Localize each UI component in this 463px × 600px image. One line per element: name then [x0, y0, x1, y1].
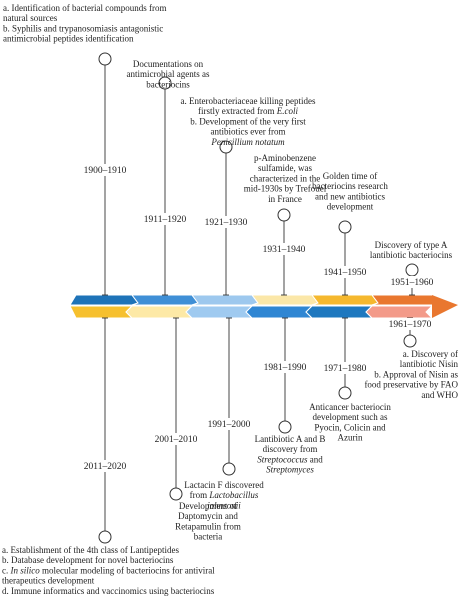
period-label-bg [320, 266, 370, 278]
milestone-text: b. Database development for novel bacter… [2, 555, 174, 565]
milestone-text: lantibiotic bacteriocins [370, 250, 453, 260]
period-label: 1951–1960 [391, 278, 434, 288]
band-bottom-segment [125, 305, 194, 319]
milestone-text: b. Approval of Nisin as [374, 369, 458, 379]
milestone-text: and new antibiotics [315, 191, 385, 201]
milestone-text: bacteriocins research [312, 181, 388, 191]
milestone-text: a. Identification of bacterial compounds… [3, 3, 166, 13]
milestone-text: Discovery of type A [375, 240, 448, 250]
milestone-text: antimicrobial agents as [127, 69, 210, 79]
milestone-text: bacteria [194, 532, 222, 542]
milestone-text: a. Establishment of the 4th class of Lan… [2, 545, 179, 555]
band-top-segment [131, 294, 199, 306]
milestone-text: a. Enterobacteriaceae killing peptides [181, 96, 316, 106]
period-label-bg [385, 318, 435, 330]
milestone-circle [158, 76, 172, 90]
milestone-circle [169, 487, 183, 501]
milestone-text: natural sources [3, 13, 58, 23]
period-label: 1971–1980 [324, 364, 367, 374]
milestone-circle [278, 420, 292, 434]
band-arrow-tip [432, 295, 458, 318]
milestone-text: Development of [179, 501, 237, 511]
milestone-text: bacteriocins [146, 79, 190, 89]
milestone-text: Anticancer bacteriocin [309, 402, 391, 412]
period-label: 1991–2000 [208, 420, 251, 430]
milestone-text: in France [268, 194, 302, 204]
milestone-circle [405, 263, 419, 277]
milestone-text: Streptococcus and [257, 454, 323, 464]
band-bottom-segment [365, 305, 434, 319]
milestone-text: b. Development of the very first [190, 116, 306, 126]
band-top-segment [371, 294, 439, 306]
milestone-text: johnsonii [206, 500, 241, 510]
milestone-text: c. In silico molecular modeling of bacte… [2, 565, 215, 575]
band-top-segment [251, 294, 319, 306]
milestone-circle [338, 220, 352, 234]
milestone-text: sulfamide, was [258, 163, 312, 173]
milestone-circle [277, 208, 291, 222]
period-label-bg [201, 216, 251, 228]
milestone-text: Documentations on [133, 59, 204, 69]
milestone-text: Lactacin F discovered [184, 480, 264, 490]
period-label-bg [151, 433, 201, 445]
period-label: 2001–2010 [155, 435, 198, 445]
milestone-circle [219, 140, 233, 154]
band-top-segment [69, 294, 139, 306]
milestone-text: p-Aminobenzene [254, 153, 316, 163]
period-label: 1900–1910 [84, 166, 127, 176]
milestone-text: development such as [313, 412, 388, 422]
milestone-text: Daptomycin and [178, 511, 238, 521]
period-label-bg [80, 460, 130, 472]
milestone-text: firstly extracted from E.coli [198, 106, 298, 116]
period-label: 1961–1970 [389, 320, 432, 330]
period-label-bg [260, 361, 310, 373]
period-label: 1931–1940 [263, 245, 306, 255]
milestone-circle [222, 462, 236, 476]
milestone-text: Retapamulin from [175, 521, 241, 531]
band-bottom-segment [245, 305, 314, 319]
period-label-bg [204, 418, 254, 430]
period-label-bg [259, 243, 309, 255]
band-bottom-segment [185, 305, 254, 319]
milestone-text: development [327, 202, 374, 212]
milestone-circle [98, 530, 112, 544]
period-label: 1921–1930 [205, 218, 248, 228]
milestone-text: Pyocin, Colicin and [314, 422, 386, 432]
milestone-text: from Lactobacillus [190, 490, 259, 500]
milestone-text: antimicrobial peptides identification [3, 34, 134, 44]
band-bottom-segment [69, 305, 134, 319]
period-label: 1911–1920 [144, 215, 187, 225]
period-label: 1941–1950 [324, 268, 367, 278]
milestone-circle [338, 386, 352, 400]
milestone-text: Golden time of [323, 171, 378, 181]
milestone-text: therapeutics development [2, 576, 95, 586]
milestone-circle [98, 52, 112, 66]
milestone-text: Streptomyces [266, 465, 314, 475]
milestone-text: antibiotics ever from [211, 127, 286, 137]
band-top-segment [311, 294, 379, 306]
milestone-text: and WHO [421, 390, 458, 400]
period-label-bg [387, 276, 437, 288]
milestone-text: mid-1930s by Trefouel [244, 184, 327, 194]
period-label-bg [140, 213, 190, 225]
milestone-text: food preservative by FAO [364, 380, 458, 390]
period-label-bg [320, 362, 370, 374]
milestone-text: b. Syphilis and trypanosomiasis antagoni… [3, 23, 163, 33]
milestone-text: lantibiotic Nisin [400, 359, 459, 369]
period-label: 2011–2020 [84, 462, 127, 472]
milestone-text: Penicillium notatum [210, 137, 285, 147]
milestone-text: characterized in the [250, 173, 320, 183]
milestone-text: Azurin [338, 433, 363, 443]
milestone-text: a. Discovery of [403, 349, 458, 359]
milestone-text: Lantibiotic A and B [255, 434, 326, 444]
milestone-text: d. Immune informatics and vaccinomics us… [2, 586, 215, 596]
band-bottom-segment [305, 305, 374, 319]
milestone-text: discovery from [263, 444, 318, 454]
period-label-bg [80, 164, 130, 176]
period-label: 1981–1990 [264, 363, 307, 373]
band-top-segment [191, 294, 259, 306]
milestone-circle [403, 334, 417, 348]
